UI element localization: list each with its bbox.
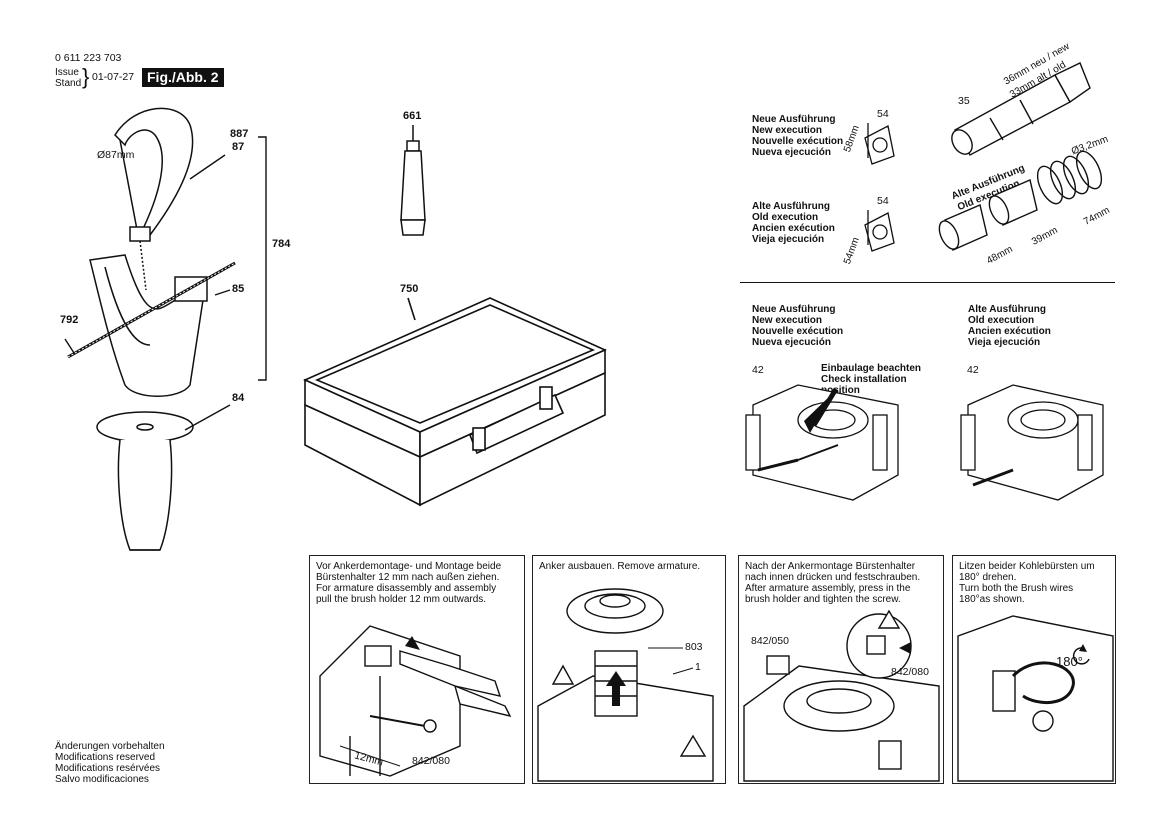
new-exec-de: Neue Ausführung bbox=[752, 114, 836, 125]
rotate-arrow-icon bbox=[1072, 647, 1090, 665]
carrying-case-drawing bbox=[303, 297, 607, 507]
new-plate-drawing bbox=[864, 123, 895, 165]
callout-784: 784 bbox=[272, 238, 291, 250]
install-note-en1: Check installation bbox=[821, 374, 907, 385]
brush-holder-new-drawing bbox=[745, 384, 899, 501]
shaft-part: 35 bbox=[958, 95, 970, 107]
shaft-drawing bbox=[951, 62, 1091, 156]
panel3-screw: 842/080 bbox=[891, 666, 929, 678]
mid-new-fr: Nouvelle exécution bbox=[752, 326, 844, 337]
brush-holder-old-drawing bbox=[960, 384, 1104, 501]
mid-new-part: 42 bbox=[752, 364, 764, 376]
panel3-line4: brush holder and tighten the screw. bbox=[745, 594, 901, 605]
old-plate-drawing bbox=[864, 210, 895, 252]
panel4-line1: Litzen beider Kohlebürsten um bbox=[959, 561, 1095, 572]
install-note-en2: position bbox=[821, 385, 860, 396]
panel4-line3: Turn both the Brush wires bbox=[959, 583, 1074, 594]
install-note-de: Einbaulage beachten bbox=[821, 363, 922, 374]
callout-750: 750 bbox=[400, 283, 419, 295]
section-divider bbox=[740, 282, 1115, 283]
panel2-drawing bbox=[537, 588, 714, 782]
grease-tube-drawing bbox=[400, 125, 426, 236]
panel3-line2: nach innen drücken und festschrauben. bbox=[745, 572, 921, 583]
panel4-drawing bbox=[957, 615, 1114, 782]
footer-en: Modifications reserved bbox=[55, 752, 156, 763]
instruction-panel-3: Nach der Ankermontage Bürstenhalter nach… bbox=[738, 555, 944, 784]
new-exec-es: Nueva ejecución bbox=[752, 147, 831, 158]
side-handle-drawing bbox=[64, 107, 267, 551]
footer-de: Änderungen vorbehalten bbox=[55, 741, 165, 752]
panel3-drawing bbox=[743, 609, 940, 782]
instruction-panel-1: Vor Ankerdemontage- und Montage beide Bü… bbox=[309, 555, 525, 784]
issue-date: 01-07-27 bbox=[92, 71, 135, 83]
figure-label: Fig./Abb. 2 bbox=[142, 68, 224, 87]
callout-84: 84 bbox=[232, 392, 245, 404]
mid-old-en: Old execution bbox=[968, 315, 1035, 326]
callout-87: 87 bbox=[232, 141, 245, 153]
mid-old-part: 42 bbox=[967, 364, 979, 376]
part-number: 0 611 223 703 bbox=[55, 52, 122, 64]
old-plate-dim: 54mm bbox=[842, 235, 862, 266]
panel1-line2: Bürstenhalter 12 mm nach außen ziehen. bbox=[316, 572, 500, 583]
callout-661: 661 bbox=[403, 110, 422, 122]
instruction-panel-4: Litzen beider Kohlebürsten um 180° drehe… bbox=[952, 555, 1116, 784]
old-exec-es: Vieja ejecución bbox=[752, 234, 825, 245]
mid-old-es: Vieja ejecución bbox=[968, 337, 1041, 348]
panel1-screw: 842/080 bbox=[412, 755, 450, 767]
old-exec-fr: Ancien exécution bbox=[752, 223, 835, 234]
diameter-label: Ø87mm bbox=[97, 149, 135, 161]
footer-fr: Modifications resérvées bbox=[55, 763, 161, 774]
new-plate-part: 54 bbox=[877, 108, 889, 120]
mid-old-fr: Ancien exécution bbox=[968, 326, 1051, 337]
old-exec-en: Old execution bbox=[752, 212, 819, 223]
panel2-housing: 1 bbox=[695, 661, 701, 673]
mid-new-es: Nueva ejecución bbox=[752, 337, 831, 348]
old-exec-de: Alte Ausführung bbox=[752, 201, 830, 212]
mid-old-de: Alte Ausführung bbox=[968, 304, 1046, 315]
issue-brace: } bbox=[82, 64, 90, 89]
issue-label: Issue bbox=[55, 67, 79, 78]
mid-new-en: New execution bbox=[752, 315, 823, 326]
panel1-line1: Vor Ankerdemontage- und Montage beide bbox=[316, 561, 502, 572]
new-exec-fr: Nouvelle exécution bbox=[752, 136, 844, 147]
new-exec-en: New execution bbox=[752, 125, 823, 136]
old-plate-part: 54 bbox=[877, 195, 889, 207]
panel4-line2: 180° drehen. bbox=[959, 572, 1017, 583]
panel4-rotation: 180° bbox=[1056, 654, 1083, 669]
panel3-line1: Nach der Ankermontage Bürstenhalter bbox=[745, 561, 916, 572]
mid-new-de: Neue Ausführung bbox=[752, 304, 836, 315]
spring-drawing bbox=[938, 150, 1103, 251]
callout-887: 887 bbox=[230, 128, 249, 140]
stand-label: Stand bbox=[55, 78, 82, 89]
panel1-line4: pull the brush holder 12 mm outwards. bbox=[316, 594, 487, 605]
callout-792: 792 bbox=[60, 314, 79, 326]
panel2-armature: 803 bbox=[685, 641, 703, 653]
panel2-line1: Anker ausbauen. Remove armature. bbox=[539, 561, 701, 572]
footer-es: Salvo modificaciones bbox=[55, 774, 149, 785]
panel3-line3: After armature assembly, press in the bbox=[745, 583, 911, 594]
panel3-clip: 842/050 bbox=[751, 635, 789, 647]
panel4-line4: 180°as shown. bbox=[959, 594, 1025, 605]
panel1-line3: For armature disassembly and assembly bbox=[316, 583, 497, 594]
panel1-drawing bbox=[319, 625, 512, 777]
callout-85: 85 bbox=[232, 283, 245, 295]
instruction-panel-2: Anker ausbauen. Remove armature. 803 1 bbox=[532, 555, 726, 784]
new-plate-dim: 58mm bbox=[842, 123, 862, 154]
